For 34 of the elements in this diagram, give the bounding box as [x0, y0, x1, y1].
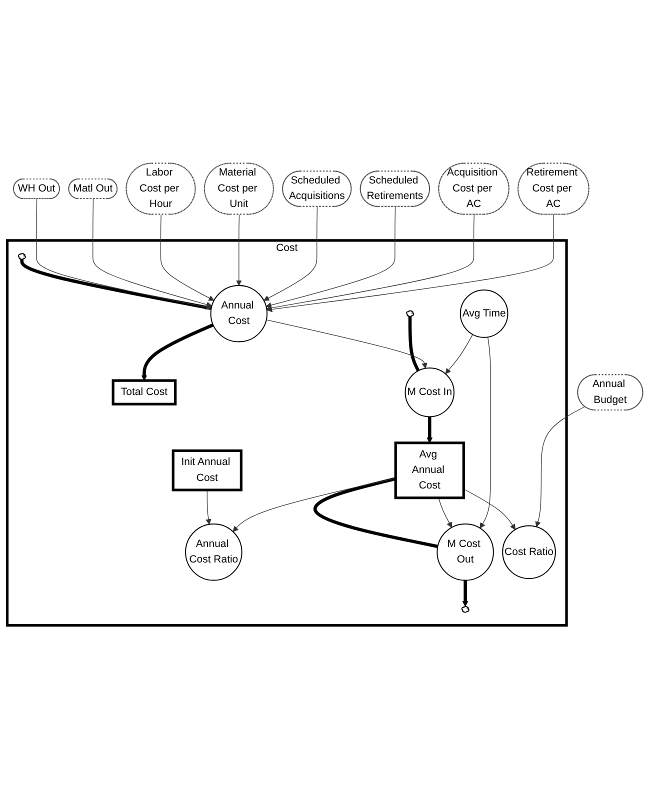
- connector: [408, 316, 420, 372]
- arrow: [141, 323, 214, 381]
- arrow: [266, 214, 554, 312]
- arrow: [535, 406, 586, 527]
- node-circle: Annual Cost: [210, 284, 268, 342]
- arrow: [462, 580, 468, 606]
- node-cloud: [18, 252, 26, 260]
- node-box: Init Annual Cost: [172, 449, 242, 491]
- node-cloud: [461, 606, 470, 613]
- node-box: Total Cost: [112, 378, 177, 406]
- arrow: [206, 489, 212, 524]
- connector: [20, 259, 212, 310]
- arrow: [266, 214, 474, 310]
- arrow: [438, 497, 452, 528]
- arrow: [264, 206, 318, 300]
- arrow: [232, 478, 396, 532]
- node-circle: M Cost In: [404, 367, 454, 417]
- node-circle: M Cost Out: [436, 523, 494, 580]
- arrow: [426, 416, 433, 443]
- arrow: [480, 336, 491, 528]
- node-circle: Cost Ratio: [502, 524, 556, 579]
- node-cloud: [406, 310, 414, 317]
- node-box: Avg Annual Cost: [394, 441, 465, 499]
- arrow: [266, 206, 396, 308]
- arrow: [236, 214, 242, 286]
- node-circle: Annual Cost Ratio: [185, 523, 242, 580]
- arrow: [92, 198, 212, 308]
- arrow: [463, 488, 516, 530]
- node-circle: Avg Time: [460, 289, 508, 338]
- connector: [314, 476, 438, 548]
- arrow: [445, 334, 474, 374]
- arrow: [160, 214, 214, 300]
- arrow: [36, 198, 212, 310]
- arrow: [266, 319, 428, 368]
